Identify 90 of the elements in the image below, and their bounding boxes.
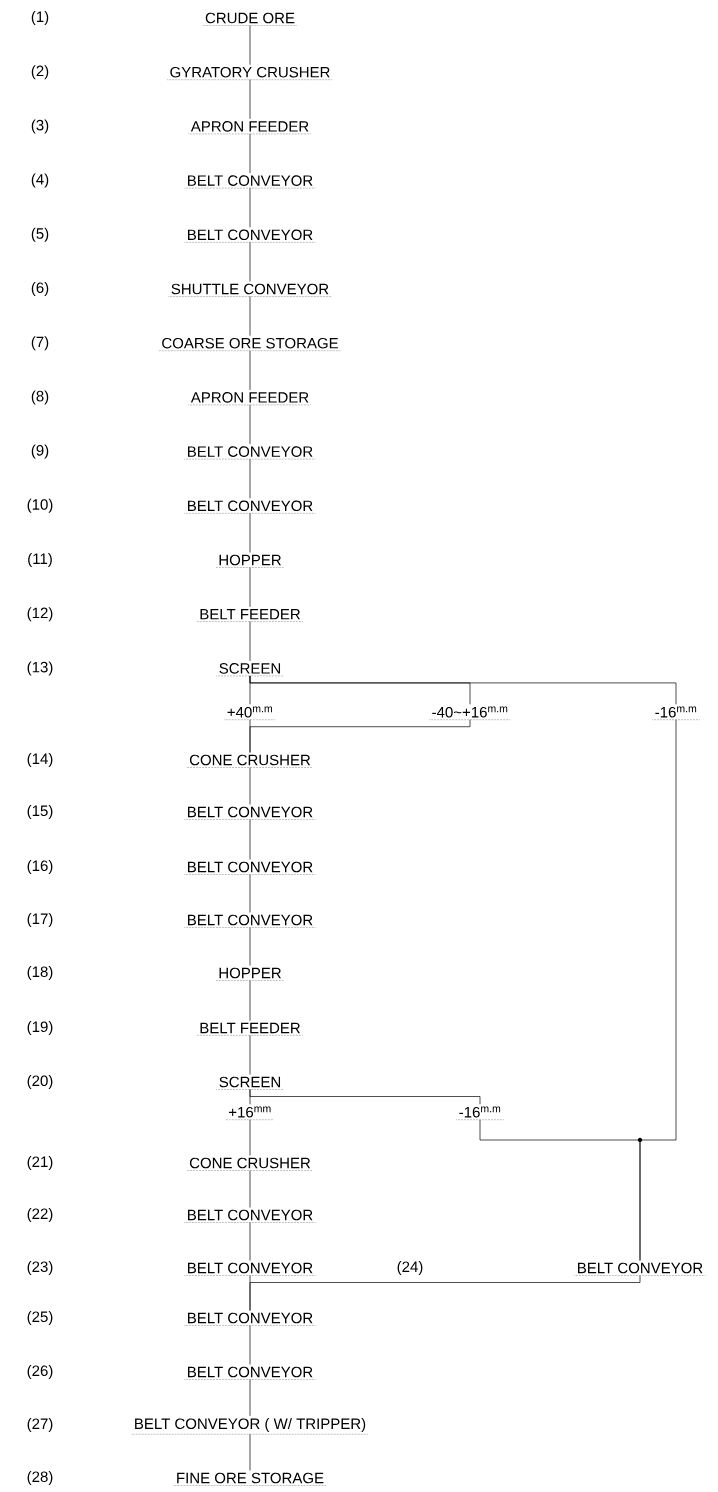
item-number: (23)	[27, 1261, 53, 1275]
item-number: (7)	[31, 336, 49, 351]
connector-line	[249, 1170, 251, 1208]
item-number: (17)	[27, 913, 53, 927]
underlined-label: CRUDE ORE	[202, 12, 298, 26]
item-number: (19)	[27, 1021, 53, 1035]
underlined-label: CONE CRUSHER	[186, 1157, 314, 1171]
underlined-label: BELT CONVEYOR	[184, 1262, 316, 1276]
item-number: (10)	[27, 498, 53, 513]
connector-line	[249, 819, 251, 860]
item-number: (16)	[27, 860, 53, 874]
connector-line	[249, 1119, 251, 1156]
connector-line	[249, 675, 677, 705]
underlined-label: +40$^{m.m}$	[224, 706, 276, 720]
item-number: (14)	[27, 753, 53, 767]
connector-line	[249, 1433, 251, 1471]
item-number: (6)	[31, 282, 49, 296]
connector-line	[249, 1222, 251, 1261]
connector-line	[249, 567, 251, 608]
underlined-label: SCREEN	[216, 663, 284, 677]
underlined-label: HOPPER	[215, 554, 285, 568]
underlined-label: FINE ORE STORAGE	[173, 1472, 327, 1486]
item-number: (1)	[31, 11, 49, 25]
underlined-label: BELT CONVEYOR	[184, 500, 316, 514]
connector-line	[249, 133, 251, 174]
connector-line	[249, 767, 251, 805]
item-number: (21)	[27, 1156, 53, 1170]
item-number: (15)	[27, 805, 53, 819]
item-number: (20)	[27, 1075, 53, 1089]
item-number: (22)	[27, 1208, 53, 1222]
connector-line	[249, 404, 251, 445]
underlined-label: BELT CONVEYOR	[574, 1262, 706, 1276]
item-number: (8)	[31, 390, 49, 405]
underlined-label: SHUTTLE CONVEYOR	[168, 283, 332, 297]
item-number: (3)	[31, 119, 49, 134]
underlined-label: APRON FEEDER	[188, 392, 312, 406]
connector-line	[249, 980, 251, 1021]
connector-line	[249, 1325, 251, 1365]
connector-line	[249, 1275, 641, 1311]
item-number: (26)	[27, 1365, 53, 1379]
connector-line	[249, 512, 251, 553]
connector-line	[249, 350, 251, 391]
underlined-label: COARSE ORE STORAGE	[158, 337, 342, 351]
connector-line	[479, 1119, 641, 1261]
item-number: (9)	[31, 444, 49, 459]
underlined-label: +16$^{mm}$	[225, 1106, 275, 1120]
connector-line	[249, 719, 471, 753]
underlined-label: BELT CONVEYOR	[184, 806, 316, 820]
item-number: (18)	[27, 966, 53, 980]
underlined-label: BELT CONVEYOR ( W/ TRIPPER)	[131, 1418, 369, 1435]
underlined-label: HOPPER	[215, 967, 285, 981]
connector-line	[249, 79, 251, 120]
connector-line	[249, 1089, 481, 1105]
underlined-label: BELT CONVEYOR	[184, 1312, 316, 1326]
underlined-label: -16$^{m.m}$	[456, 1106, 504, 1120]
connector-line	[249, 621, 251, 662]
underlined-label: GYRATORY CRUSHER	[167, 66, 333, 80]
connector-line	[249, 1379, 251, 1417]
underlined-label: BELT CONVEYOR	[184, 1209, 316, 1223]
item-number: (13)	[27, 661, 53, 676]
underlined-label: BELT FEEDER	[196, 1022, 304, 1036]
item-number: (5)	[31, 227, 49, 242]
underlined-label: BELT CONVEYOR	[184, 914, 316, 928]
item-number: (27)	[27, 1418, 53, 1432]
connector-line	[249, 927, 251, 966]
connector-line	[249, 1035, 251, 1075]
connector-line	[249, 25, 251, 66]
item-number: (24)	[397, 1261, 423, 1275]
underlined-label: BELT CONVEYOR	[184, 175, 316, 189]
connector-line	[249, 187, 251, 228]
underlined-label: -40~+16$^{m.m}$	[429, 706, 511, 720]
underlined-label: BELT CONVEYOR	[184, 1366, 316, 1380]
item-number: (11)	[28, 553, 52, 567]
connector-line	[249, 874, 251, 913]
underlined-label: BELT CONVEYOR	[184, 229, 316, 243]
underlined-label: -16$^{m.m}$	[652, 706, 700, 720]
underlined-label: BELT CONVEYOR	[184, 446, 316, 460]
item-number: (25)	[27, 1311, 53, 1325]
connector-line	[249, 241, 251, 282]
item-number: (28)	[27, 1471, 53, 1485]
item-number: (4)	[31, 173, 49, 188]
item-number: (12)	[27, 607, 53, 622]
underlined-label: APRON FEEDER	[188, 121, 312, 135]
connector-line	[249, 458, 251, 499]
underlined-label: BELT FEEDER	[196, 609, 304, 622]
connector-line	[249, 296, 251, 337]
underlined-label: BELT CONVEYOR	[184, 861, 316, 875]
underlined-label: CONE CRUSHER	[186, 754, 314, 768]
item-number: (2)	[31, 65, 49, 80]
underlined-label: SCREEN	[216, 1076, 284, 1090]
